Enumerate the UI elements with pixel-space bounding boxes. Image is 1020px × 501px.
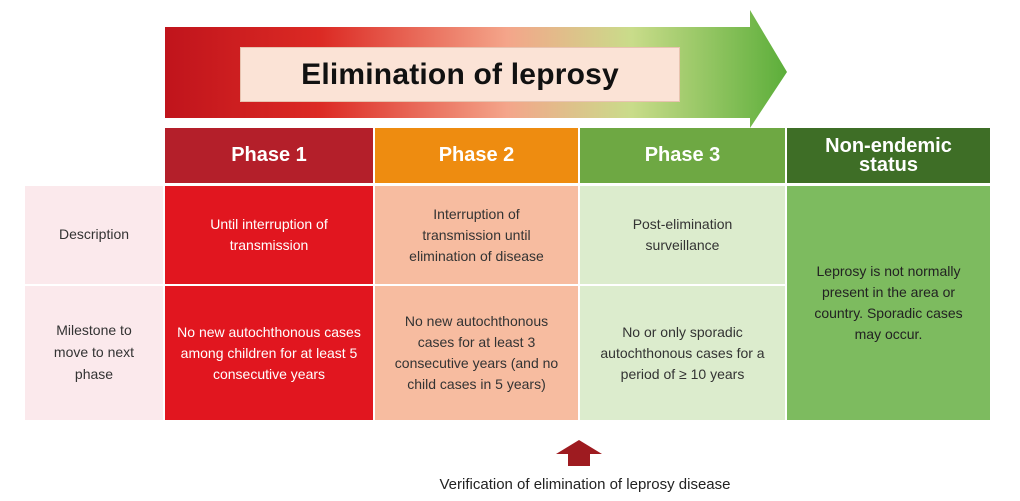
up-arrow-icon bbox=[556, 440, 602, 466]
phase-2-milestone: No new autochthonous cases for at least … bbox=[375, 286, 578, 420]
phase-1-description: Until interruption of transmission bbox=[165, 186, 373, 284]
non-endemic-header: Non-endemic status bbox=[787, 128, 990, 183]
phase-1-milestone: No new autochthonous cases among childre… bbox=[165, 286, 373, 420]
phase-3-header: Phase 3 bbox=[580, 128, 785, 183]
row-label-milestone: Milestone to move to next phase bbox=[25, 286, 163, 420]
non-endemic-description: Leprosy is not normally present in the a… bbox=[787, 186, 990, 420]
phase-3-milestone: No or only sporadic autochthonous cases … bbox=[580, 286, 785, 420]
row-label-description: Description bbox=[25, 186, 163, 284]
phase-2-description: Interruption of transmission until elimi… bbox=[375, 186, 578, 284]
non-endemic-header-line1: Non-endemic bbox=[825, 134, 952, 157]
verification-caption: Verification of elimination of leprosy d… bbox=[439, 476, 731, 493]
phase-1-header: Phase 1 bbox=[165, 128, 373, 183]
phase-3-description: Post-elimination surveillance bbox=[580, 186, 785, 284]
phase-2-header: Phase 2 bbox=[375, 128, 578, 183]
non-endemic-header-line2: status bbox=[859, 153, 918, 176]
banner-title: Elimination of leprosy bbox=[240, 47, 680, 102]
